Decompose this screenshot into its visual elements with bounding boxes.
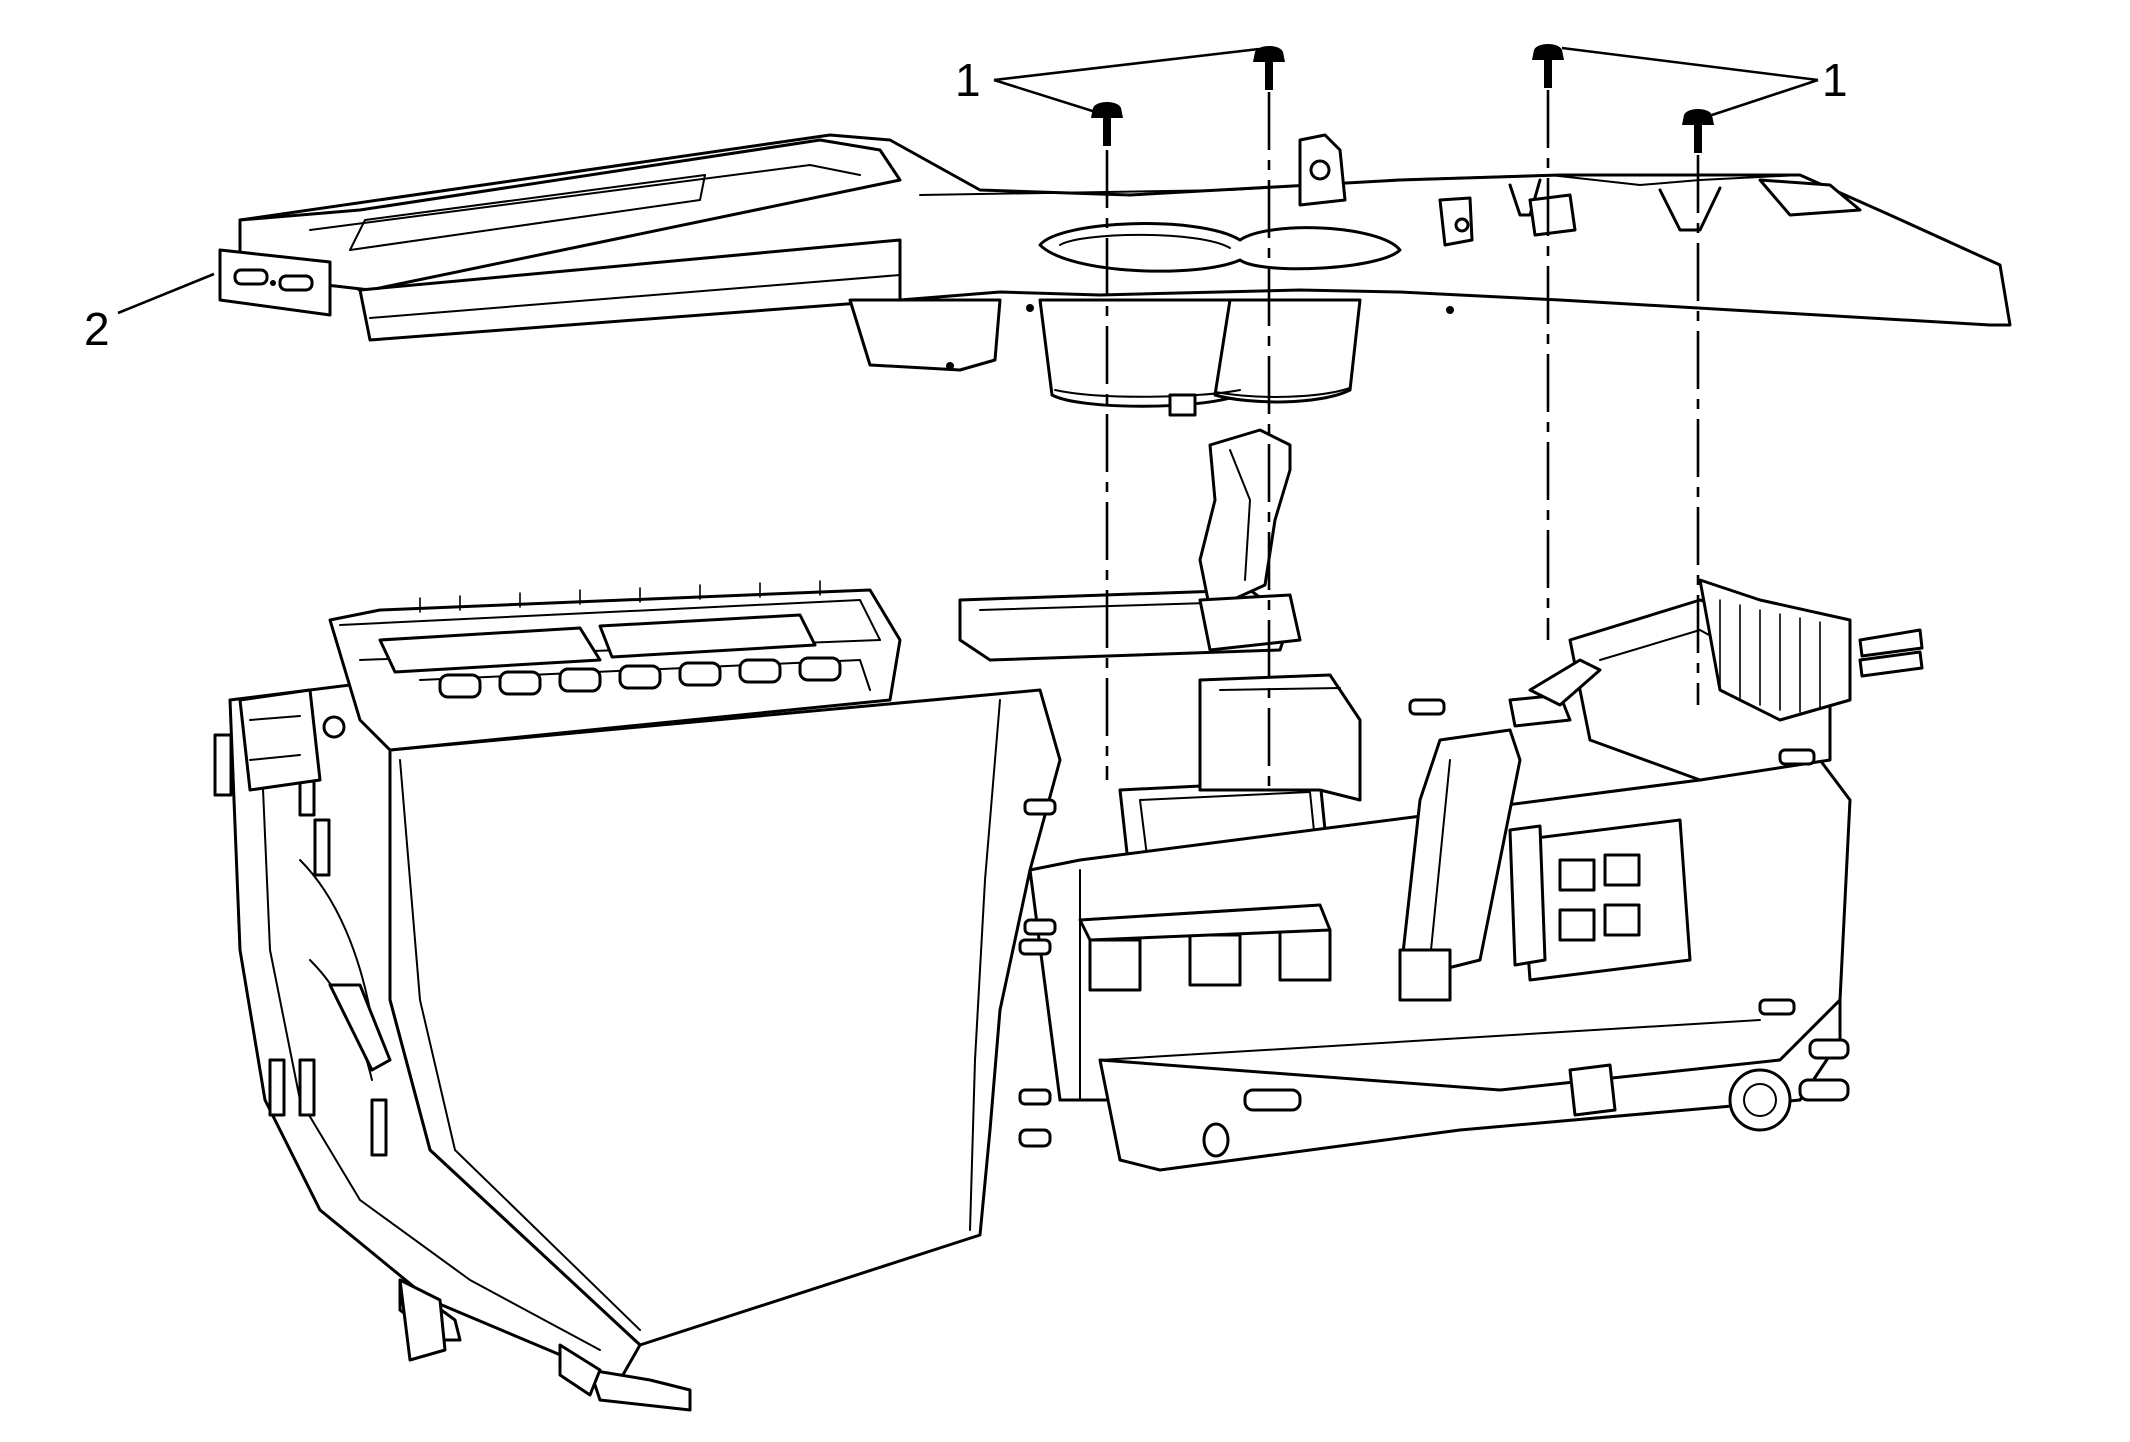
console-base: [213, 428, 1924, 1412]
screw: [1682, 109, 1714, 153]
screw: [1532, 44, 1564, 88]
screw-group: [1091, 44, 1714, 153]
callout-leaders: [117, 46, 1819, 315]
alignment-centerlines: [1105, 90, 1700, 790]
console-trim-panel: [218, 133, 2012, 417]
callout-label-trim-panel: 2: [84, 303, 110, 355]
callout-label-screw-left: 1: [955, 54, 981, 106]
screw: [1091, 102, 1123, 146]
screw: [1253, 46, 1285, 90]
callout-label-screw-right: 1: [1822, 54, 1848, 106]
